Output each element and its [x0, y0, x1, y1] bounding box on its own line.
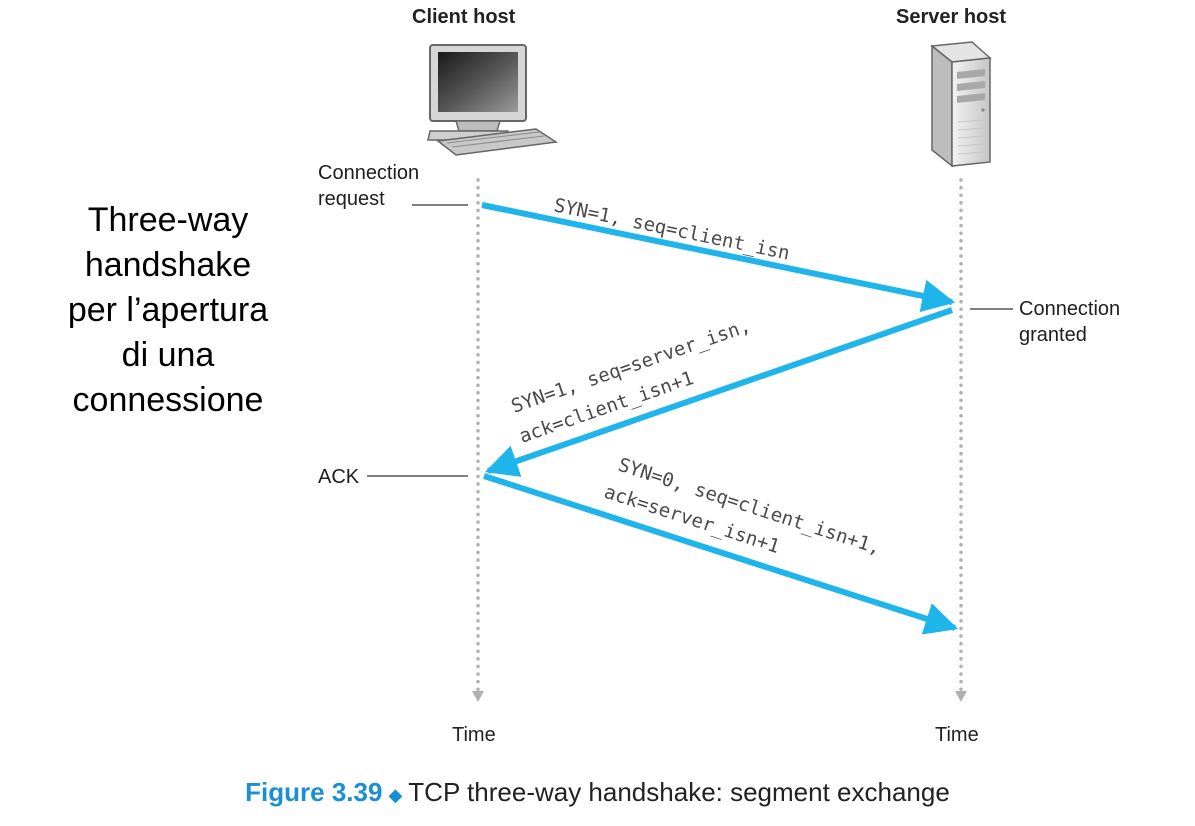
side-note-line: handshake: [84, 246, 252, 284]
side-note-line: per l’apertura: [67, 291, 269, 329]
side-note-line: connessione: [72, 381, 264, 419]
server-time-label: Time: [935, 724, 979, 746]
side-note-line: di una: [121, 336, 215, 374]
server-time-arrowhead: [955, 691, 967, 702]
ack-arrow: [483, 473, 959, 635]
client-host-title: Client host: [412, 6, 516, 28]
figure-caption: Figure 3.39◆TCP three-way handshake: seg…: [0, 777, 1195, 808]
synack-arrow: [484, 307, 953, 477]
diamond-icon: ◆: [388, 785, 403, 805]
desktop-computer-icon: [427, 44, 559, 156]
server-host-title: Server host: [896, 6, 1007, 28]
client-time-arrowhead: [472, 691, 484, 702]
connection-request-label: Connection request: [318, 162, 420, 210]
ack-label: ACK: [318, 466, 360, 488]
syn-arrow: [481, 202, 956, 313]
client-time-label: Time: [452, 724, 496, 746]
figure-number: Figure 3.39: [245, 777, 383, 807]
side-note: Three-way handshake per l’apertura di un…: [18, 198, 318, 423]
connection-granted-label: Connection granted: [1019, 298, 1121, 346]
side-note-line: Three-way: [87, 201, 249, 239]
server-tower-icon: [930, 41, 992, 168]
caption-text: TCP three-way handshake: segment exchang…: [408, 777, 950, 807]
